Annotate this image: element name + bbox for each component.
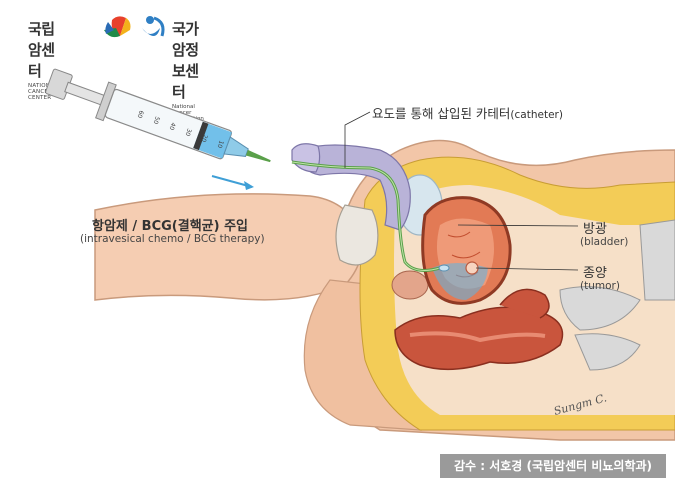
prostate xyxy=(391,270,429,300)
scrotum xyxy=(335,204,379,266)
injection-subtitle: (intravesical chemo / BCG therapy) xyxy=(80,233,265,245)
ncic-logo-name: 국가암정보센터 xyxy=(172,20,199,101)
svg-text:40: 40 xyxy=(167,121,176,131)
nci-logo-english: NATIONAL CANCER CENTER xyxy=(28,83,58,101)
glans xyxy=(291,143,321,173)
catheter-label: 요도를 통해 삽입된 카테터(catheter) xyxy=(372,103,563,122)
injection-title: 항암제 / BCG(결핵균) 주입 xyxy=(92,219,249,234)
nci-logo-name: 국립암센터 xyxy=(28,20,55,80)
svg-text:50: 50 xyxy=(151,115,160,125)
bladder-leader xyxy=(457,224,579,227)
thigh xyxy=(94,193,363,301)
svg-text:10: 10 xyxy=(215,139,224,149)
svg-text:20: 20 xyxy=(199,133,208,143)
syringe-scale: 60 50 40 30 20 10 xyxy=(135,109,224,149)
bladder-label: 방광 xyxy=(583,222,607,237)
arrow-right-icon xyxy=(211,175,254,190)
syringe xyxy=(45,68,271,163)
nci-logo: 국립암센터 NATIONAL CANCER CENTER xyxy=(28,18,57,101)
catheter-leader xyxy=(344,111,371,168)
sacrum xyxy=(559,219,675,371)
tumor-label-en: (tumor) xyxy=(580,280,620,292)
bladder-label-en: (bladder) xyxy=(580,236,629,248)
catheter-tip xyxy=(438,264,450,272)
svg-text:30: 30 xyxy=(183,127,192,137)
ncic-emblem-icon xyxy=(142,16,165,37)
catheter-label-ko: 요도를 통해 삽입된 카테터 xyxy=(372,106,511,121)
nci-emblem-icon xyxy=(104,16,131,38)
tumor-leader xyxy=(475,267,579,271)
credit-badge: 감수 : 서호경 (국립암센터 비뇨의학과) xyxy=(440,454,666,478)
tumor-label: 종양 xyxy=(583,266,607,281)
svg-text:60: 60 xyxy=(135,109,144,119)
catheter-label-en: (catheter) xyxy=(510,109,563,121)
